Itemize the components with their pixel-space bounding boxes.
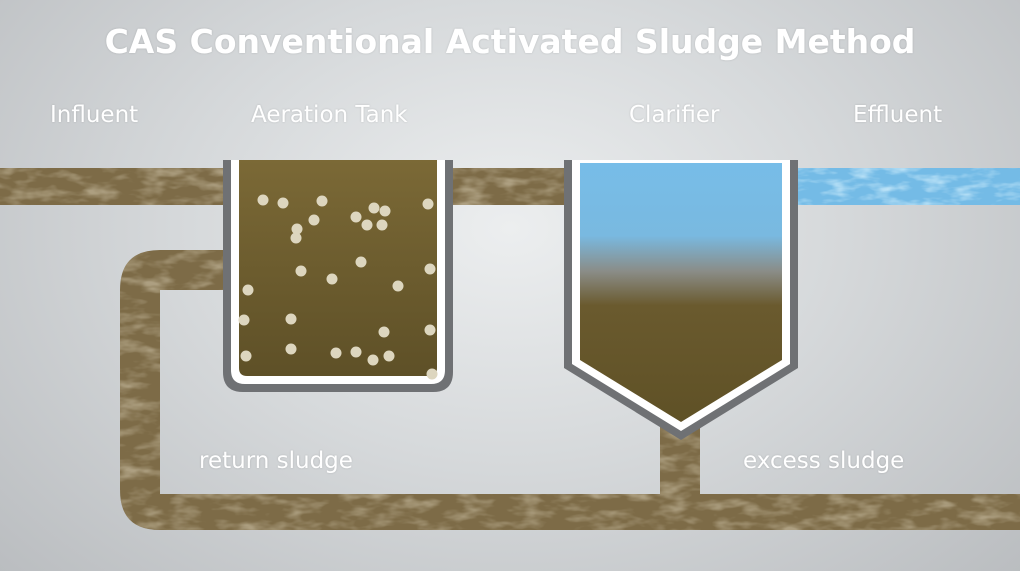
air-bubble bbox=[378, 326, 390, 338]
pipe-network bbox=[0, 168, 1020, 530]
aeration-tank bbox=[223, 160, 453, 392]
air-bubble bbox=[350, 346, 362, 358]
air-bubble bbox=[424, 263, 436, 275]
air-bubble bbox=[326, 273, 338, 285]
excess-sludge-label: excess sludge bbox=[743, 448, 905, 474]
air-bubble bbox=[368, 202, 380, 214]
air-bubble bbox=[361, 219, 373, 231]
air-bubble bbox=[392, 280, 404, 292]
clarifier-contents bbox=[580, 163, 782, 422]
effluent-label: Effluent bbox=[853, 102, 943, 128]
air-bubble bbox=[291, 223, 303, 235]
air-bubble bbox=[355, 256, 367, 268]
air-bubble bbox=[285, 343, 297, 355]
aeration-tank-contents bbox=[239, 160, 437, 376]
air-bubble bbox=[376, 219, 388, 231]
air-bubble bbox=[424, 324, 436, 336]
clarifier-tank bbox=[564, 160, 798, 440]
air-bubble bbox=[422, 198, 434, 210]
air-bubble bbox=[242, 284, 254, 296]
air-bubble bbox=[277, 197, 289, 209]
air-bubble bbox=[308, 214, 320, 226]
air-bubble bbox=[379, 205, 391, 217]
aeration-tank-label: Aeration Tank bbox=[251, 102, 408, 128]
air-bubbles bbox=[238, 194, 438, 380]
air-bubble bbox=[350, 211, 362, 223]
air-bubble bbox=[238, 314, 250, 326]
return-sludge-label: return sludge bbox=[199, 448, 353, 474]
air-bubble bbox=[295, 265, 307, 277]
air-bubble bbox=[257, 194, 269, 206]
air-bubble bbox=[367, 354, 379, 366]
clarifier-label: Clarifier bbox=[629, 102, 720, 128]
air-bubble bbox=[290, 232, 302, 244]
influent-label: Influent bbox=[50, 102, 139, 128]
air-bubble bbox=[285, 313, 297, 325]
diagram-title: CAS Conventional Activated Sludge Method bbox=[104, 22, 916, 61]
air-bubble bbox=[330, 347, 342, 359]
air-bubble bbox=[240, 350, 252, 362]
air-bubble bbox=[426, 368, 438, 380]
air-bubble bbox=[383, 350, 395, 362]
air-bubble bbox=[316, 195, 328, 207]
